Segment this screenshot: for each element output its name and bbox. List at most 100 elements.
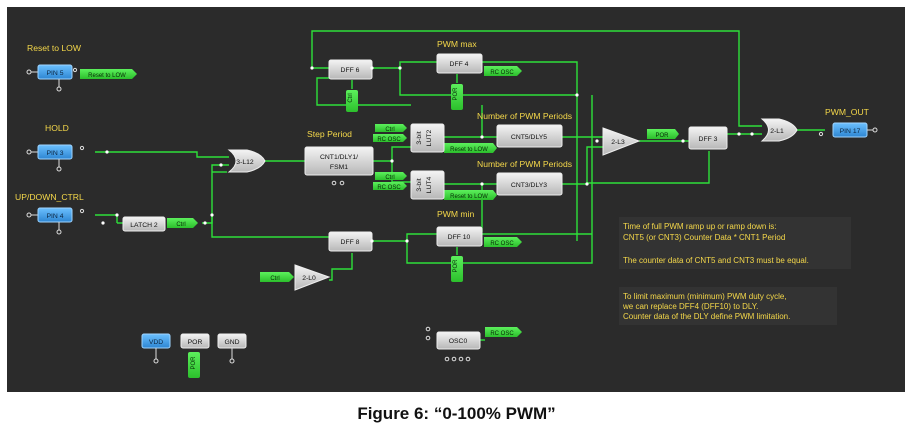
- svg-text:LATCH 2: LATCH 2: [130, 222, 158, 229]
- tag-por-dff3: POR: [647, 129, 679, 139]
- label-updown-ctrl: UP/DOWN_CTRL: [15, 192, 84, 202]
- cnt5-dly5-block[interactable]: CNT5/DLY5: [496, 124, 563, 148]
- cnt1-dly1-fsm1-block[interactable]: CNT1/DLY1/ FSM1: [304, 146, 374, 186]
- svg-text:CNT1/DLY1/: CNT1/DLY1/: [320, 154, 358, 161]
- svg-text:LUT2: LUT2: [426, 129, 433, 146]
- gnd-pin[interactable]: GND: [217, 333, 247, 364]
- junction-dots: [101, 66, 754, 243]
- svg-text:POR: POR: [655, 133, 669, 139]
- gate-2-l3[interactable]: 2-L3: [602, 127, 641, 156]
- svg-text:RC OSC: RC OSC: [490, 70, 514, 76]
- svg-text:DFF 4: DFF 4: [450, 61, 469, 68]
- dff10-block[interactable]: DFF 10: [436, 226, 483, 247]
- svg-text:DFF 6: DFF 6: [341, 67, 360, 74]
- svg-text:3-bit: 3-bit: [416, 178, 423, 191]
- svg-text:Ctrl: Ctrl: [270, 276, 279, 282]
- svg-text:POR: POR: [453, 87, 459, 101]
- gate-2-l0[interactable]: 2-L0: [294, 264, 331, 291]
- svg-text:RC OSC: RC OSC: [490, 331, 514, 337]
- tag-reset-to-low-pin5: Reset to LOW: [80, 69, 137, 79]
- svg-text:Ctrl: Ctrl: [176, 222, 185, 228]
- por-pin[interactable]: POR POR: [180, 333, 210, 378]
- tag-ctrl-dff6: Ctrl: [346, 90, 358, 112]
- svg-text:Ctrl: Ctrl: [348, 93, 354, 102]
- svg-text:PIN 5: PIN 5: [47, 70, 64, 77]
- svg-text:DFF 8: DFF 8: [341, 239, 360, 246]
- svg-text:FSM1: FSM1: [330, 164, 348, 171]
- svg-text:RC OSC: RC OSC: [377, 185, 401, 191]
- schematic-canvas: Reset to LOW HOLD UP/DOWN_CTRL PWM max S…: [7, 7, 905, 392]
- note-box-timing: Time of full PWM ramp up or ramp down is…: [619, 217, 851, 269]
- osc0-block[interactable]: OSC0: [425, 326, 481, 362]
- label-step-period: Step Period: [307, 129, 352, 139]
- svg-text:CNT5 (or CNT3) Counter Data *: CNT5 (or CNT3) Counter Data * CNT1 Perio…: [623, 233, 785, 242]
- latch2-block[interactable]: LATCH 2: [122, 216, 166, 232]
- svg-text:PIN 17: PIN 17: [840, 128, 861, 135]
- pin-4[interactable]: PIN 4: [26, 207, 85, 235]
- note-box-limit: To limit maximum (minimum) PWM duty cycl…: [619, 287, 837, 325]
- svg-text:CNT3/DLY3: CNT3/DLY3: [511, 182, 547, 189]
- gate-2-l1[interactable]: 2-L1: [760, 118, 798, 142]
- svg-text:To limit maximum (minimum) PWM: To limit maximum (minimum) PWM duty cycl…: [623, 292, 787, 301]
- svg-text:Ctrl: Ctrl: [385, 127, 394, 133]
- svg-text:RC OSC: RC OSC: [490, 241, 514, 247]
- svg-text:2-L0: 2-L0: [302, 275, 316, 282]
- label-pwm-max: PWM max: [437, 39, 477, 49]
- label-hold: HOLD: [45, 123, 69, 133]
- wires: [95, 30, 825, 341]
- svg-text:we can replace DFF4 (DFF10) to: we can replace DFF4 (DFF10) to DLY.: [622, 302, 758, 311]
- tag-por-dff10: POR: [451, 256, 463, 282]
- svg-text:2-L1: 2-L1: [770, 128, 784, 135]
- dff8-block[interactable]: DFF 8: [328, 231, 373, 252]
- pin-3[interactable]: PIN 3: [26, 144, 85, 172]
- svg-text:3-L12: 3-L12: [236, 159, 254, 166]
- svg-text:POR: POR: [188, 339, 203, 346]
- tag-ctrl-lut4: Ctrl: [375, 172, 407, 181]
- tag-reset-to-low-cnt5: Reset to LOW: [444, 143, 497, 153]
- label-pwm-out: PWM_OUT: [825, 107, 870, 117]
- cnt3-dly3-block[interactable]: CNT3/DLY3: [496, 172, 563, 196]
- svg-text:PIN 3: PIN 3: [47, 150, 64, 157]
- svg-text:2-L3: 2-L3: [611, 139, 625, 146]
- lut4-block[interactable]: 3-bit LUT4: [410, 170, 445, 200]
- gate-3-l12[interactable]: 3-L12: [227, 149, 266, 173]
- tag-rc-osc-lut4: RC OSC: [373, 182, 407, 191]
- pin-17[interactable]: PIN 17: [818, 122, 878, 138]
- svg-text:RC OSC: RC OSC: [377, 137, 401, 143]
- svg-text:GND: GND: [224, 339, 239, 346]
- tag-reset-to-low-cnt3: Reset to LOW: [444, 190, 497, 200]
- tag-ctrl-2l0: Ctrl: [260, 272, 294, 282]
- vdd-pin[interactable]: VDD: [141, 333, 171, 364]
- svg-text:OSC0: OSC0: [449, 338, 468, 345]
- svg-text:LUT4: LUT4: [426, 176, 433, 193]
- svg-text:POR: POR: [453, 259, 459, 273]
- tag-por-dff4: POR: [451, 84, 463, 110]
- svg-text:CNT5/DLY5: CNT5/DLY5: [511, 134, 547, 141]
- svg-text:Counter data of the DLY define: Counter data of the DLY define PWM limit…: [623, 312, 790, 321]
- dff6-block[interactable]: DFF 6: [328, 59, 373, 80]
- svg-text:Reset to LOW: Reset to LOW: [88, 73, 126, 79]
- tag-ctrl-latch2: Ctrl: [167, 218, 198, 228]
- label-reset-to-low: Reset to LOW: [27, 43, 82, 53]
- svg-text:PIN 4: PIN 4: [47, 213, 64, 220]
- svg-text:VDD: VDD: [149, 339, 163, 346]
- label-number-of-pwm-periods-2: Number of PWM Periods: [477, 159, 572, 169]
- svg-text:POR: POR: [191, 356, 197, 370]
- dff4-block[interactable]: DFF 4: [436, 53, 483, 74]
- svg-text:Reset to LOW: Reset to LOW: [450, 194, 488, 200]
- svg-text:Time of full PWM ramp up or ra: Time of full PWM ramp up or ramp down is…: [623, 222, 777, 231]
- svg-text:The counter data of CNT5 and C: The counter data of CNT5 and CNT3 must b…: [623, 256, 809, 265]
- tag-rc-osc-dff10: RC OSC: [484, 237, 522, 247]
- tag-ctrl-lut2: Ctrl: [375, 124, 407, 133]
- pin-5[interactable]: PIN 5: [26, 64, 78, 92]
- svg-text:DFF 3: DFF 3: [699, 136, 718, 143]
- figure-caption: Figure 6: “0-100% PWM”: [357, 404, 556, 423]
- lut2-block[interactable]: 3-bit LUT2: [410, 123, 445, 153]
- tag-rc-osc-osc0: RC OSC: [485, 327, 522, 337]
- label-pwm-min: PWM min: [437, 209, 474, 219]
- svg-text:Ctrl: Ctrl: [385, 175, 394, 181]
- svg-text:Reset to LOW: Reset to LOW: [450, 147, 488, 153]
- svg-text:DFF 10: DFF 10: [448, 234, 471, 241]
- dff3-block[interactable]: DFF 3: [688, 126, 728, 150]
- tag-rc-osc-lut2: RC OSC: [373, 134, 407, 143]
